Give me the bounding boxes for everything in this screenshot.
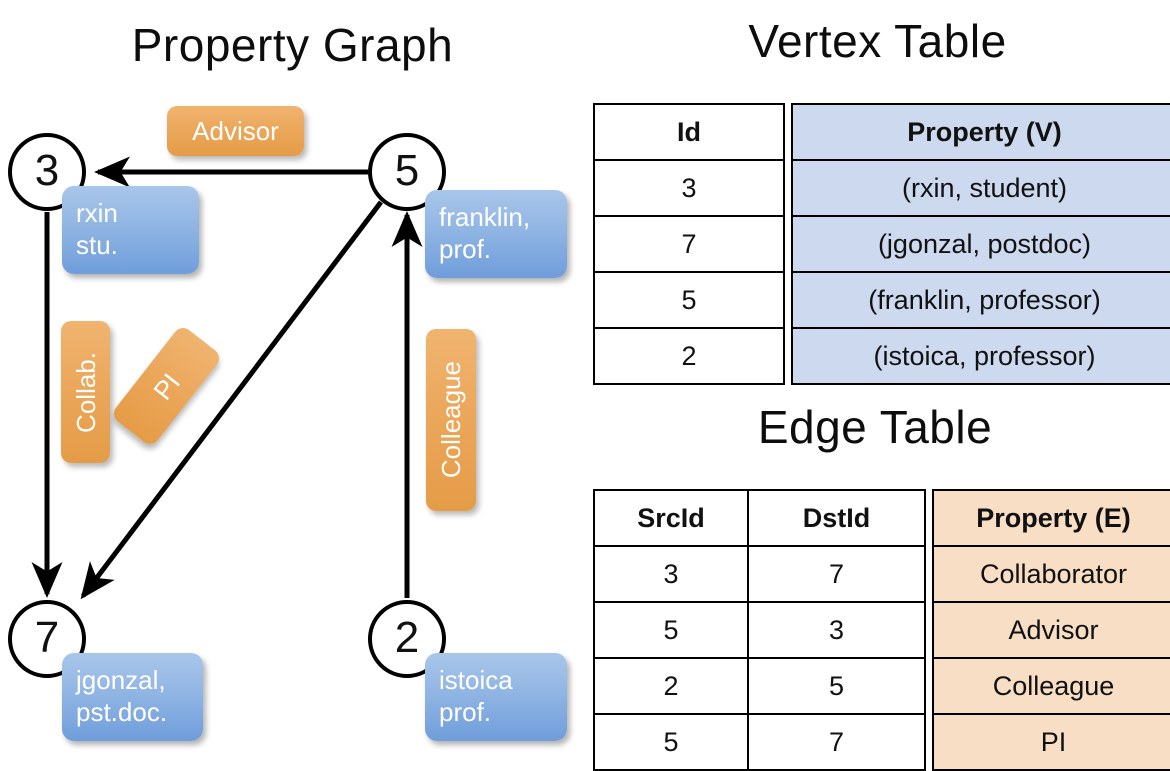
edge-cell-dstid: 3 xyxy=(747,601,926,659)
table-row[interactable]: 5 (franklin, professor) xyxy=(593,271,1170,329)
graph-node-5-label: 5 xyxy=(394,146,420,195)
edge-table-header-dstid: DstId xyxy=(747,489,926,547)
graph-node-2-label: 2 xyxy=(394,613,420,662)
vertex-property-franklin-line2: prof. xyxy=(439,233,492,264)
edge-property-collab-label: Collab. xyxy=(70,351,101,433)
edge-table-header-property: Property (E) xyxy=(932,489,1170,547)
edge-cell-property: PI xyxy=(932,713,1170,771)
edge-property-colleague-label: Colleague xyxy=(436,361,466,479)
vertex-table-column-gap xyxy=(784,328,792,384)
page-title-edge-table: Edge Table xyxy=(757,401,993,453)
vertex-property-callout-rxin[interactable]: rxin stu. xyxy=(62,186,199,274)
page-title-property-graph: Property Graph xyxy=(131,19,454,71)
vertex-table-header-row: Id Property (V) xyxy=(593,103,1170,161)
edge-table-column-gap xyxy=(925,602,933,658)
vertex-cell-property: (franklin, professor) xyxy=(791,271,1170,329)
vertex-property-istoica-line2: prof. xyxy=(439,696,492,727)
page-title-vertex-table: Vertex Table xyxy=(748,15,1007,67)
edge-cell-srcid: 3 xyxy=(593,545,749,603)
edge-table-header-row: SrcId DstId Property (E) xyxy=(593,489,1170,547)
vertex-property-callout-franklin[interactable]: franklin, prof. xyxy=(425,190,567,278)
vertex-property-jgonzal-line2: pst.doc. xyxy=(76,696,168,727)
graph-node-7-label: 7 xyxy=(34,613,60,662)
edge-cell-srcid: 5 xyxy=(593,713,749,771)
edge-property-advisor-label: Advisor xyxy=(192,116,279,146)
edge-table-column-gap xyxy=(925,546,933,602)
vertex-property-rxin-line1: rxin xyxy=(76,198,118,228)
vertex-property-callout-jgonzal[interactable]: jgonzal, pst.doc. xyxy=(62,653,203,741)
vertex-cell-property: (jgonzal, postdoc) xyxy=(791,215,1170,273)
table-row[interactable]: 7 (jgonzal, postdoc) xyxy=(593,215,1170,273)
graph-node-2[interactable]: 2 xyxy=(368,600,446,678)
edge-property-pi-label: PI xyxy=(147,367,186,405)
vertex-table-column-gap xyxy=(784,104,792,160)
property-graph-diagram: 3 5 7 2 rxin stu. franklin, prof. jgonza… xyxy=(0,0,585,760)
edge-line-pi xyxy=(80,200,383,600)
vertex-table-column-gap xyxy=(784,272,792,328)
graph-node-5[interactable]: 5 xyxy=(368,133,446,211)
vertex-property-istoica-line1: istoica xyxy=(439,665,513,695)
edge-table-column-gap xyxy=(925,490,933,546)
vertex-property-jgonzal-line1: jgonzal, xyxy=(76,665,166,695)
edge-cell-srcid: 5 xyxy=(593,601,749,659)
edge-table-header-srcid: SrcId xyxy=(593,489,749,547)
table-row[interactable]: 2 5 Colleague xyxy=(593,657,1170,715)
vertex-property-callout-istoica[interactable]: istoica prof. xyxy=(425,653,567,741)
edge-table: SrcId DstId Property (E) 3 7 Collaborato… xyxy=(593,489,1170,771)
edge-table-column-gap xyxy=(925,714,933,770)
vertex-cell-id: 7 xyxy=(593,215,785,273)
edge-property-callout-colleague[interactable]: Colleague xyxy=(426,329,476,511)
vertex-table-column-gap xyxy=(784,216,792,272)
edge-cell-dstid: 5 xyxy=(747,657,926,715)
vertex-cell-id: 2 xyxy=(593,327,785,385)
edge-table-column-gap xyxy=(925,658,933,714)
vertex-cell-id: 3 xyxy=(593,159,785,217)
vertex-table: Id Property (V) 3 (rxin, student) 7 (jgo… xyxy=(593,103,1170,385)
vertex-property-franklin-line1: franklin, xyxy=(439,202,531,232)
table-row[interactable]: 3 (rxin, student) xyxy=(593,159,1170,217)
vertex-cell-id: 5 xyxy=(593,271,785,329)
edge-cell-srcid: 2 xyxy=(593,657,749,715)
vertex-table-header-property: Property (V) xyxy=(791,103,1170,161)
vertex-table-header-id: Id xyxy=(593,103,785,161)
graph-edge-lines xyxy=(31,156,423,600)
vertex-cell-property: (rxin, student) xyxy=(791,159,1170,217)
vertex-property-rxin-line2: stu. xyxy=(76,229,118,260)
edge-cell-property: Colleague xyxy=(932,657,1170,715)
table-row[interactable]: 3 7 Collaborator xyxy=(593,545,1170,603)
edge-property-callout-advisor[interactable]: Advisor xyxy=(167,106,304,156)
vertex-cell-property: (istoica, professor) xyxy=(791,327,1170,385)
edge-property-callout-collab[interactable]: Collab. xyxy=(61,321,110,463)
table-row[interactable]: 5 7 PI xyxy=(593,713,1170,771)
table-row[interactable]: 5 3 Advisor xyxy=(593,601,1170,659)
edge-cell-dstid: 7 xyxy=(747,545,926,603)
edge-cell-dstid: 7 xyxy=(747,713,926,771)
graph-node-3-label: 3 xyxy=(34,146,60,195)
table-row[interactable]: 2 (istoica, professor) xyxy=(593,327,1170,385)
edge-cell-property: Collaborator xyxy=(932,545,1170,603)
vertex-table-column-gap xyxy=(784,160,792,216)
edge-cell-property: Advisor xyxy=(932,601,1170,659)
